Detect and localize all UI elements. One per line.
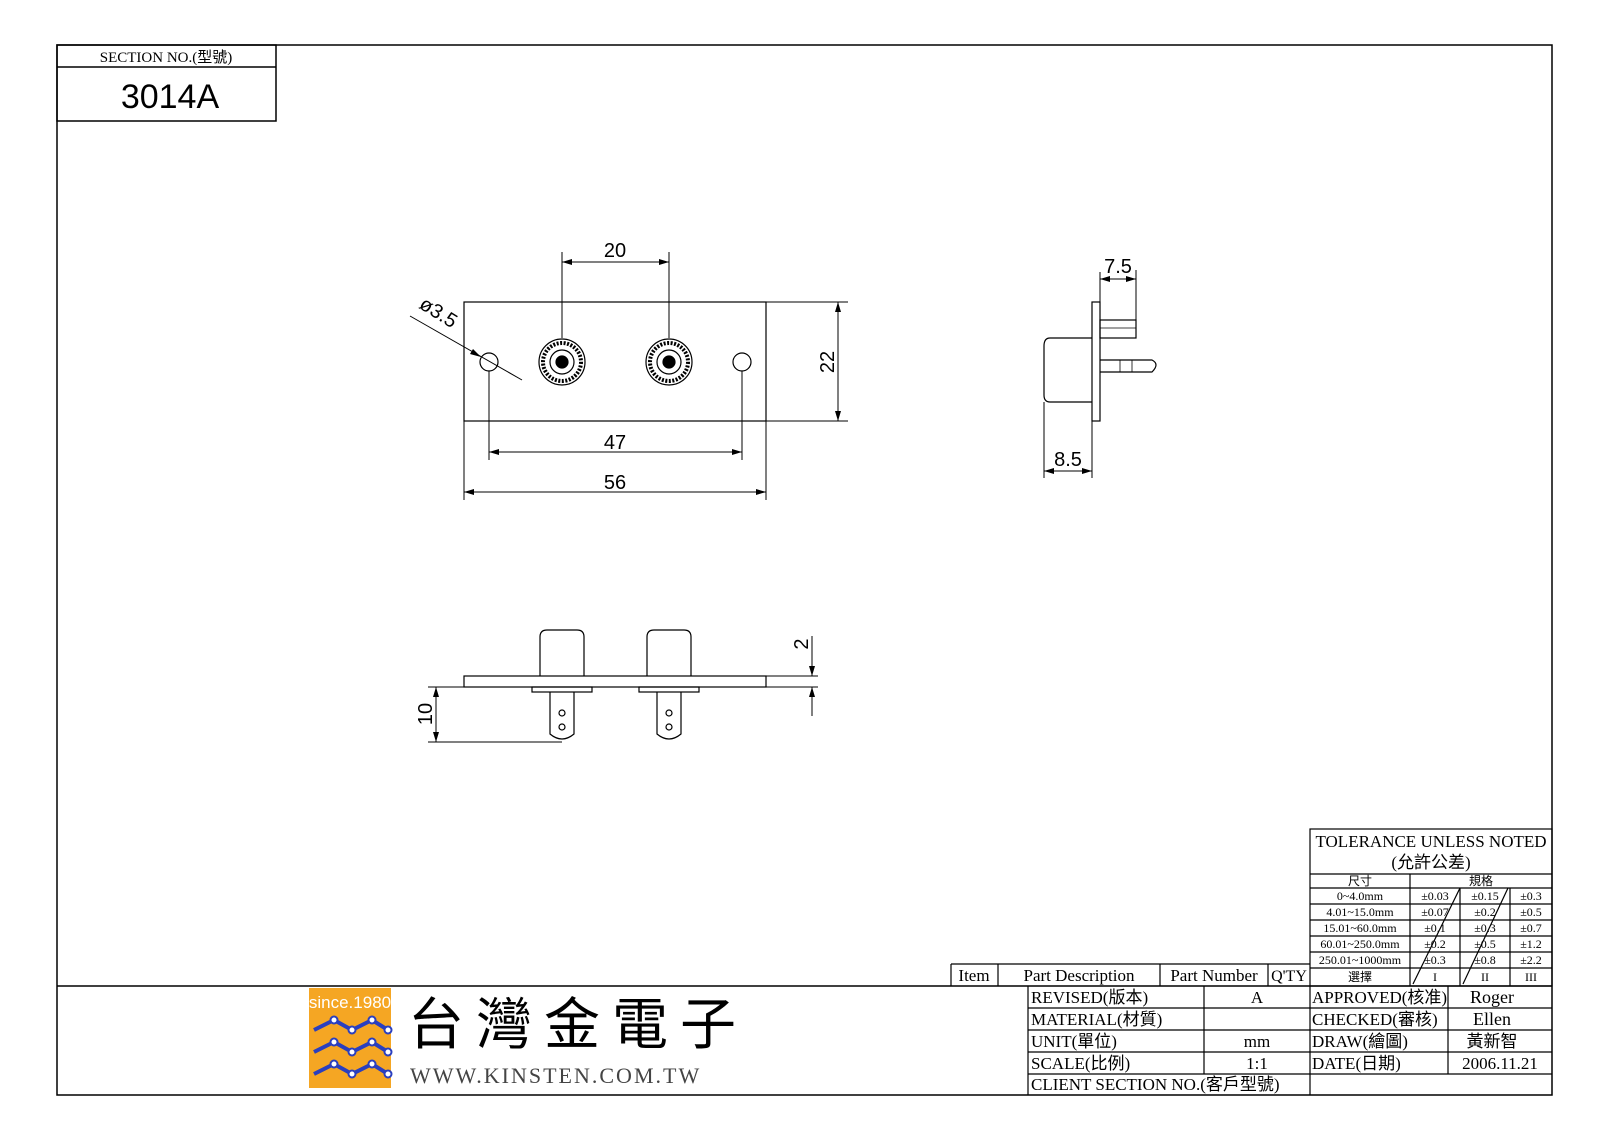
company-logo: since.1980	[309, 988, 393, 1088]
dim-47: 47	[604, 432, 626, 454]
tol-i: ±0.3	[1424, 953, 1446, 967]
parts-desc-header: Part Description	[1024, 966, 1135, 985]
tolerance-title: TOLERANCE UNLESS NOTED	[1315, 832, 1546, 851]
checked-label: CHECKED(審核)	[1312, 1010, 1438, 1029]
scale-value: 1:1	[1246, 1054, 1268, 1073]
parts-item-header: Item	[958, 966, 989, 985]
section-box: SECTION NO.(型號) 3014A	[56, 44, 277, 122]
tol-range: 4.01~15.0mm	[1326, 905, 1394, 919]
tolerance-col-size: 尺寸	[1348, 874, 1372, 888]
tol-iii: ±0.7	[1520, 921, 1542, 935]
side-body	[1043, 337, 1092, 403]
company-name: 台灣金電子	[408, 995, 748, 1057]
tolerance-table	[1309, 828, 1553, 987]
mount-hole-right	[732, 352, 752, 372]
front-jack-left	[531, 629, 593, 740]
tol-ii: ±0.15	[1471, 889, 1499, 903]
tol-i: ±0.2	[1424, 937, 1446, 951]
since-label: since.1980	[309, 993, 391, 1012]
tol-ii: ±0.8	[1474, 953, 1496, 967]
section-value: 3014A	[121, 78, 220, 116]
tol-range: 15.01~60.0mm	[1323, 921, 1397, 935]
front-jack-right	[638, 629, 700, 740]
company-website: WWW.KINSTEN.COM.TW	[410, 1063, 701, 1088]
material-label: MATERIAL(材質)	[1031, 1010, 1162, 1029]
tol-select-iii: III	[1525, 970, 1537, 984]
tol-iii: ±1.2	[1520, 937, 1542, 951]
draw-label: DRAW(繪圖)	[1312, 1032, 1408, 1051]
front-view-arrows	[433, 666, 815, 742]
tol-i: ±0.07	[1421, 905, 1449, 919]
parts-header	[950, 963, 1310, 986]
checked-value: Ellen	[1473, 1009, 1511, 1029]
unit-label: UNIT(單位)	[1031, 1032, 1117, 1051]
dim-7-5: 7.5	[1104, 256, 1132, 278]
revised-label: REVISED(版本)	[1031, 988, 1148, 1007]
top-view	[409, 252, 848, 500]
section-label: SECTION NO.(型號)	[100, 49, 233, 66]
side-plate	[1091, 301, 1101, 422]
approved-label: APPROVED(核准)	[1312, 988, 1447, 1007]
tolerance-subtitle: (允許公差)	[1391, 853, 1470, 872]
dim-2: 2	[791, 638, 813, 649]
dim-56: 56	[604, 472, 626, 494]
tol-select-i: I	[1433, 970, 1437, 984]
front-view	[428, 629, 818, 743]
tol-ii: ±0.5	[1474, 937, 1496, 951]
dim-10: 10	[415, 703, 437, 725]
parts-qty-header: Q'TY	[1271, 968, 1307, 985]
jack-right	[645, 338, 693, 386]
mount-hole-left	[479, 352, 499, 372]
date-label: DATE(日期)	[1312, 1054, 1401, 1073]
unit-value: mm	[1244, 1032, 1270, 1051]
tol-select-label: 選擇	[1348, 969, 1372, 984]
scale-label: SCALE(比例)	[1031, 1054, 1130, 1073]
tol-iii: ±0.3	[1520, 889, 1542, 903]
front-plate	[463, 675, 767, 688]
tol-range: 250.01~1000mm	[1319, 953, 1402, 967]
parts-number-header: Part Number	[1170, 966, 1258, 985]
sheet-border	[56, 44, 1553, 1096]
side-view-arrows	[1044, 276, 1136, 474]
top-view-arrows	[464, 259, 841, 495]
draw-value: 黃新智	[1467, 1032, 1518, 1051]
dim-dia-3-5: ø3.5	[415, 293, 461, 333]
tol-range: 0~4.0mm	[1337, 889, 1384, 903]
revised-value: A	[1251, 988, 1264, 1007]
date-value: 2006.11.21	[1462, 1054, 1538, 1073]
tol-i: ±0.1	[1424, 921, 1446, 935]
top-plate	[463, 301, 767, 422]
dim-8-5: 8.5	[1054, 449, 1082, 471]
tolerance-rows: 0~4.0mm ±0.03 ±0.15 ±0.3 4.01~15.0mm ±0.…	[1319, 889, 1542, 984]
side-tab	[1100, 359, 1157, 373]
tol-range: 60.01~250.0mm	[1320, 937, 1400, 951]
client-section-label: CLIENT SECTION NO.(客戶型號)	[1031, 1075, 1280, 1094]
info-grid	[1027, 986, 1552, 1095]
tol-i: ±0.03	[1421, 889, 1449, 903]
side-view	[1043, 270, 1157, 478]
jack-left	[538, 338, 586, 386]
tol-select-ii: II	[1481, 970, 1489, 984]
tolerance-col-spec: 規格	[1469, 873, 1493, 888]
tol-iii: ±2.2	[1520, 953, 1542, 967]
dim-20: 20	[604, 240, 626, 262]
tol-iii: ±0.5	[1520, 905, 1542, 919]
tol-ii: ±0.3	[1474, 921, 1496, 935]
approved-value: Roger	[1470, 987, 1514, 1007]
dim-22: 22	[817, 351, 839, 373]
tol-ii: ±0.2	[1474, 905, 1496, 919]
